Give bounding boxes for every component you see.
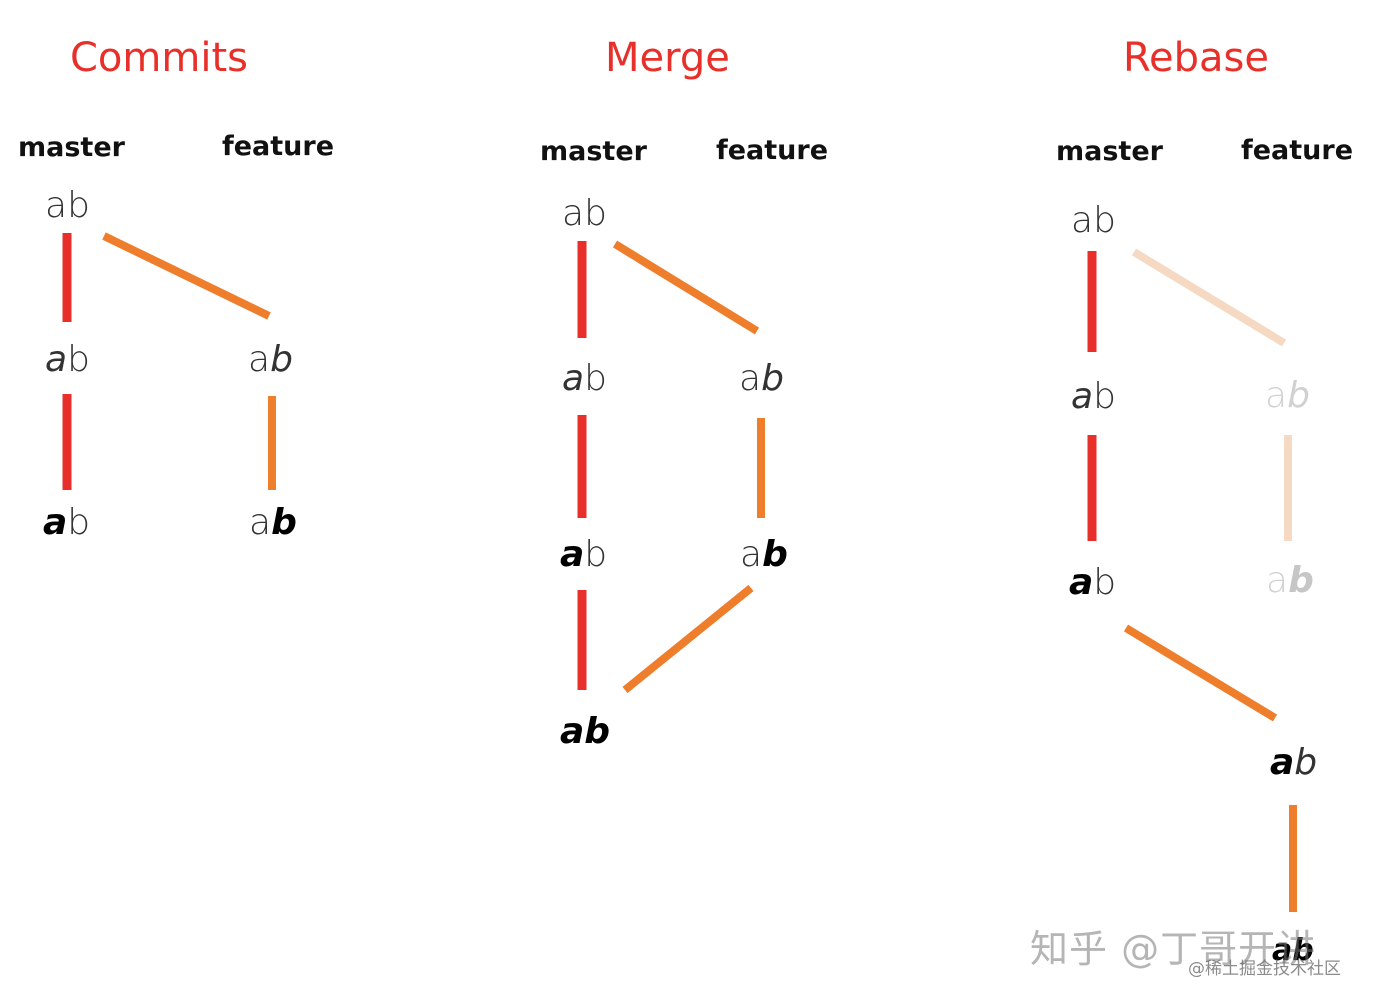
- rebase-title: Rebase: [1123, 35, 1269, 81]
- rebase-master-commit-1: ab: [1071, 376, 1116, 417]
- merge-feature-commit-2: ab: [740, 534, 788, 575]
- merge-master-label: master: [540, 136, 647, 167]
- merge-feature-commit-1: ab: [739, 358, 784, 399]
- rebase-feature-label: feature: [1241, 135, 1354, 166]
- merge-branch-edge: [612, 240, 760, 335]
- commits-feature-commit-2: ab: [249, 502, 297, 543]
- commits-title: Commits: [70, 35, 248, 81]
- zhihu-watermark: 知乎 @丁哥开讲: [1030, 927, 1317, 971]
- rebase-new-feature-commit-2: ab: [1272, 933, 1314, 968]
- commits-feature-commit-1: ab: [248, 339, 293, 380]
- rebase-old-feature-commit-1: ab: [1265, 375, 1310, 416]
- rebase-master-label: master: [1056, 136, 1163, 167]
- merge-master-commit-2: ab: [560, 534, 608, 575]
- merge-join-edge: [622, 584, 754, 694]
- commits-base-commit: ab: [45, 185, 90, 226]
- commits-master-label: master: [18, 132, 125, 163]
- merge-title: Merge: [605, 35, 730, 81]
- merge-feature-label: feature: [716, 135, 829, 166]
- rebase-new-feature-commit-1: ab: [1270, 742, 1318, 783]
- rebase-base-commit: ab: [1071, 200, 1116, 241]
- commits-branch-edge: [102, 232, 271, 320]
- commits-master-commit-1: ab: [45, 339, 90, 380]
- merge-master-commit-1: ab: [562, 358, 607, 399]
- commits-master-commit-2: ab: [43, 502, 91, 543]
- rebase-old-feature-commit-2: ab: [1266, 560, 1314, 601]
- merge-commit: ab: [560, 711, 611, 752]
- rebase-master-commit-2: ab: [1069, 562, 1117, 603]
- rebase-old-branch-edge: [1131, 248, 1287, 347]
- rebase-new-branch-edge: [1123, 624, 1278, 722]
- juejin-watermark: @稀土掘金技术社区: [1188, 959, 1341, 979]
- merge-base-commit: ab: [562, 193, 607, 234]
- commits-feature-label: feature: [222, 131, 335, 162]
